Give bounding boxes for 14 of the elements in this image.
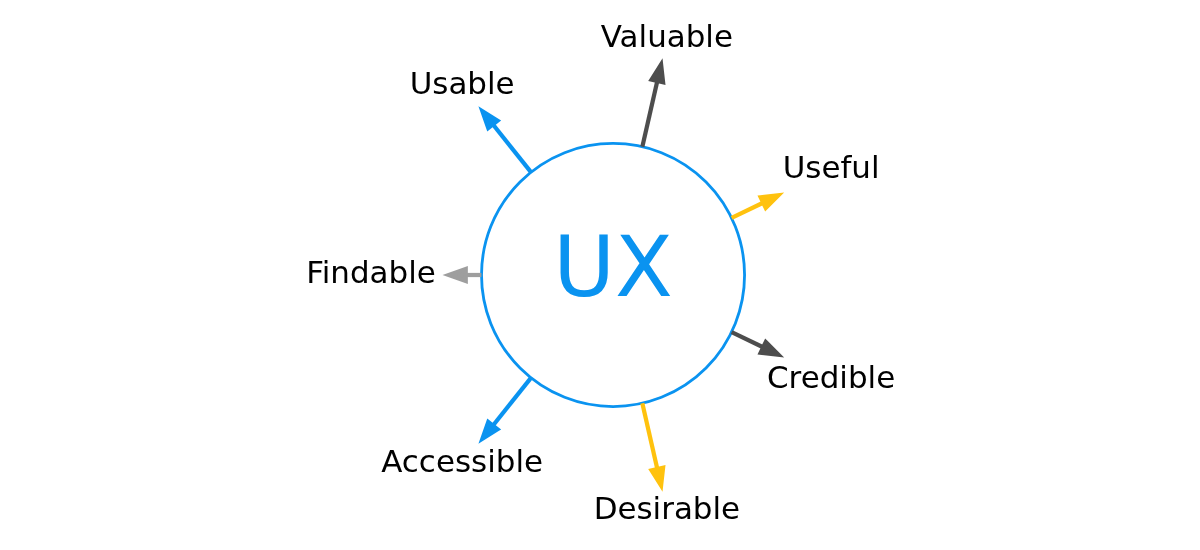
arrow <box>478 106 533 174</box>
node-circle: UX <box>480 142 746 408</box>
arrow <box>478 376 533 444</box>
node-text: Useful <box>782 148 880 185</box>
node-text: Valuable <box>600 17 733 54</box>
node-text: Usable <box>409 64 515 101</box>
node-text: Accessible <box>381 443 544 480</box>
arrow <box>640 58 666 148</box>
node-text: Credible <box>767 358 896 395</box>
arrow <box>640 402 666 492</box>
node-text: Desirable <box>593 489 741 526</box>
arrow <box>730 330 785 358</box>
arrow <box>730 192 785 220</box>
node-text: Findable <box>306 253 436 290</box>
